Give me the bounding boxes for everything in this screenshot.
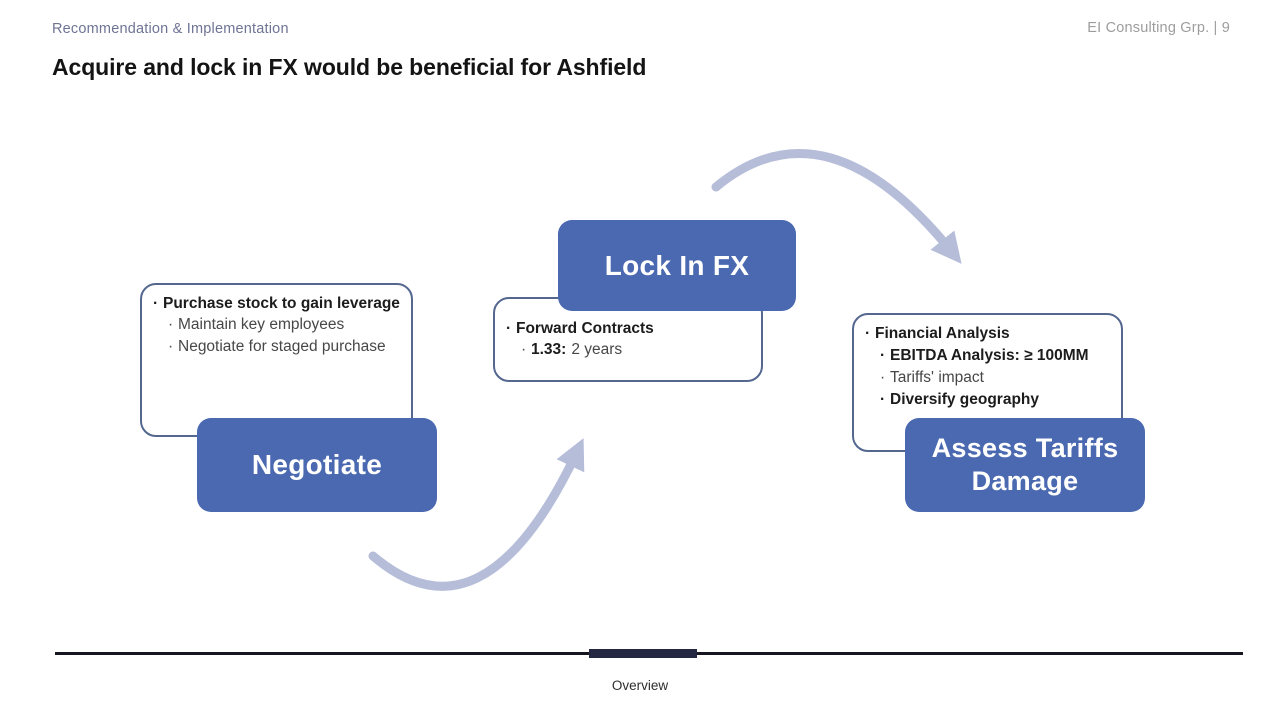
bullet-icon: ·	[168, 316, 174, 334]
bullet-icon: ·	[865, 325, 871, 342]
callout-negotiate: · Purchase stock to gain leverage · Main…	[140, 283, 413, 437]
list-item-label: Negotiate for staged purchase	[178, 337, 386, 355]
list-item-label: Diversify geography	[890, 391, 1040, 408]
bullet-icon: ·	[168, 337, 174, 355]
list-item: · Negotiate for staged purchase	[168, 336, 401, 357]
header-brand-page-number: EI Consulting Grp. | 9	[1087, 20, 1230, 36]
bullet-icon: ·	[880, 347, 886, 364]
list-item-label: Purchase stock to gain leverage	[163, 295, 400, 312]
list-item: · Financial Analysis	[865, 323, 1111, 345]
list-item: · Purchase stock to gain leverage	[153, 293, 401, 314]
list-item-label: Tariffs' impact	[890, 369, 984, 386]
bullet-icon: ·	[521, 341, 527, 359]
bullet-icon: ·	[880, 391, 886, 408]
value-term: 2 years	[571, 341, 623, 359]
footer-section-indicator	[589, 649, 697, 658]
value-ratio: 1.33:	[531, 341, 567, 359]
list-item-label: Forward Contracts	[516, 320, 654, 337]
footer-section-label: Overview	[611, 678, 669, 693]
list-item-label: 1.33:2 years	[531, 339, 751, 360]
list-item-label: EBITDA Analysis: ≥ 100MM	[890, 347, 1089, 364]
list-item: · EBITDA Analysis: ≥ 100MM	[880, 345, 1111, 367]
list-item: · Tariffs' impact	[880, 367, 1111, 389]
breadcrumb: Recommendation & Implementation	[52, 21, 289, 37]
list-item: · Diversify geography	[880, 389, 1111, 411]
list-item-label: Financial Analysis	[875, 325, 1010, 342]
bullet-icon: ·	[880, 369, 886, 386]
list-item: · 1.33:2 years	[521, 339, 751, 360]
page-title: Acquire and lock in FX would be benefici…	[52, 54, 647, 80]
bullet-icon: ·	[506, 320, 512, 337]
list-item: · Forward Contracts	[506, 318, 751, 339]
step-box-lock-in-fx: Lock In FX	[558, 220, 796, 311]
bullet-icon: ·	[153, 295, 159, 312]
step-box-negotiate: Negotiate	[197, 418, 437, 512]
step-box-assess-tariffs-damage: Assess Tariffs Damage	[905, 418, 1145, 512]
list-item: · Maintain key employees	[168, 314, 401, 335]
list-item-label: Maintain key employees	[178, 316, 345, 334]
